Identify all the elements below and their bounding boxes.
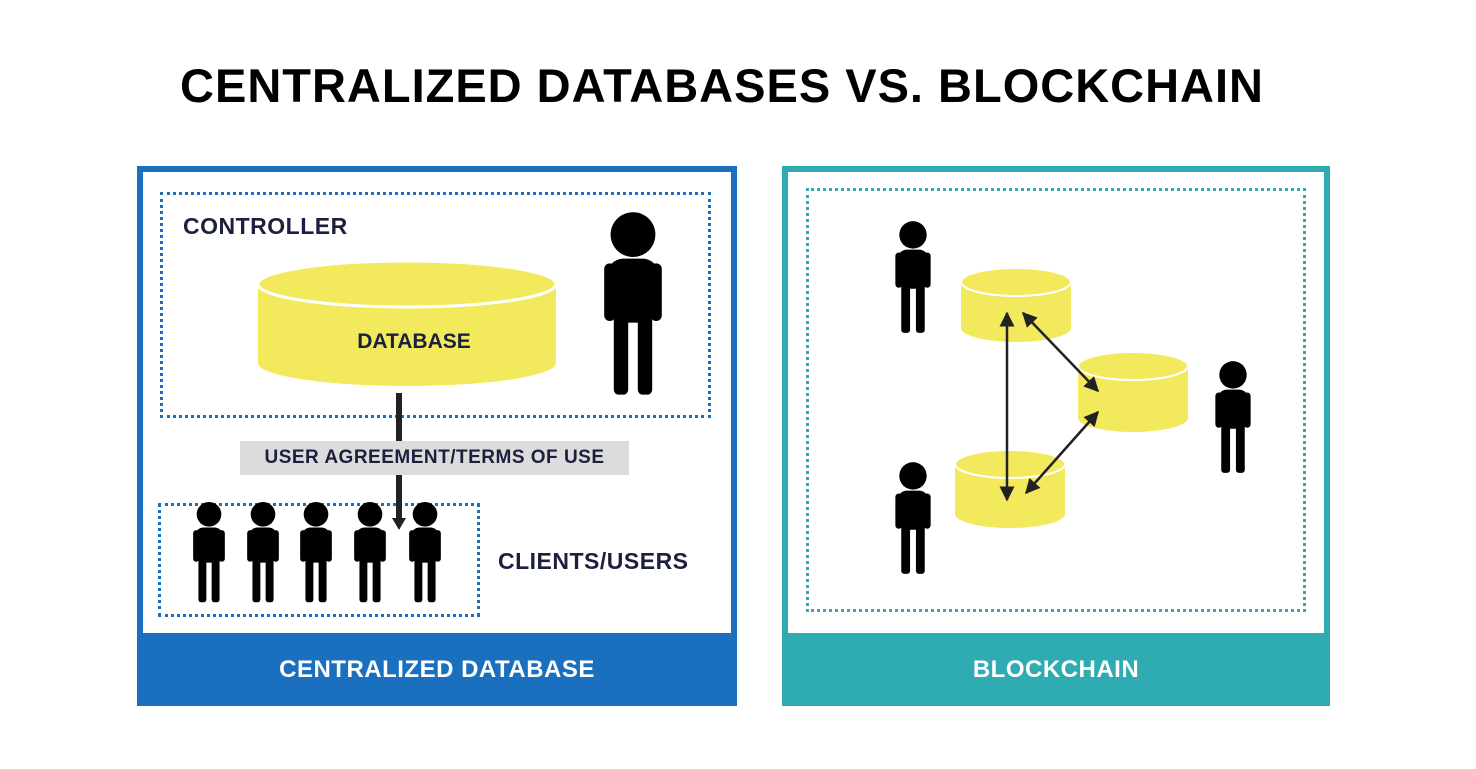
database-cylinder-icon <box>256 259 558 386</box>
agreement-label: USER AGREEMENT/TERMS OF USE <box>240 441 629 475</box>
client-person-icon <box>300 501 332 603</box>
centralized-footer: CENTRALIZED DATABASE <box>137 633 737 706</box>
blockchain-person-icon <box>895 462 931 574</box>
blockchain-region <box>806 188 1306 612</box>
clients-label: CLIENTS/USERS <box>498 548 689 574</box>
client-person-icon <box>409 501 441 603</box>
blockchain-node-1-icon <box>960 267 1072 342</box>
arrow-icon <box>1021 311 1100 393</box>
controller-person-icon <box>604 212 662 395</box>
controller-label: CONTROLLER <box>183 213 348 239</box>
client-person-icon <box>247 501 279 603</box>
arrow-icon <box>1025 410 1099 495</box>
controller-region <box>160 192 711 418</box>
client-person-icon <box>354 501 386 603</box>
database-label: DATABASE <box>357 330 471 353</box>
blockchain-person-icon <box>895 221 931 333</box>
blockchain-person-icon <box>1215 361 1251 473</box>
blockchain-footer: BLOCKCHAIN <box>782 633 1330 706</box>
blockchain-node-2-icon <box>1077 351 1189 432</box>
diagram-title: CENTRALIZED DATABASES VS. BLOCKCHAIN <box>180 59 1264 112</box>
client-person-icon <box>193 501 225 603</box>
blockchain-node-3-icon <box>954 449 1066 528</box>
